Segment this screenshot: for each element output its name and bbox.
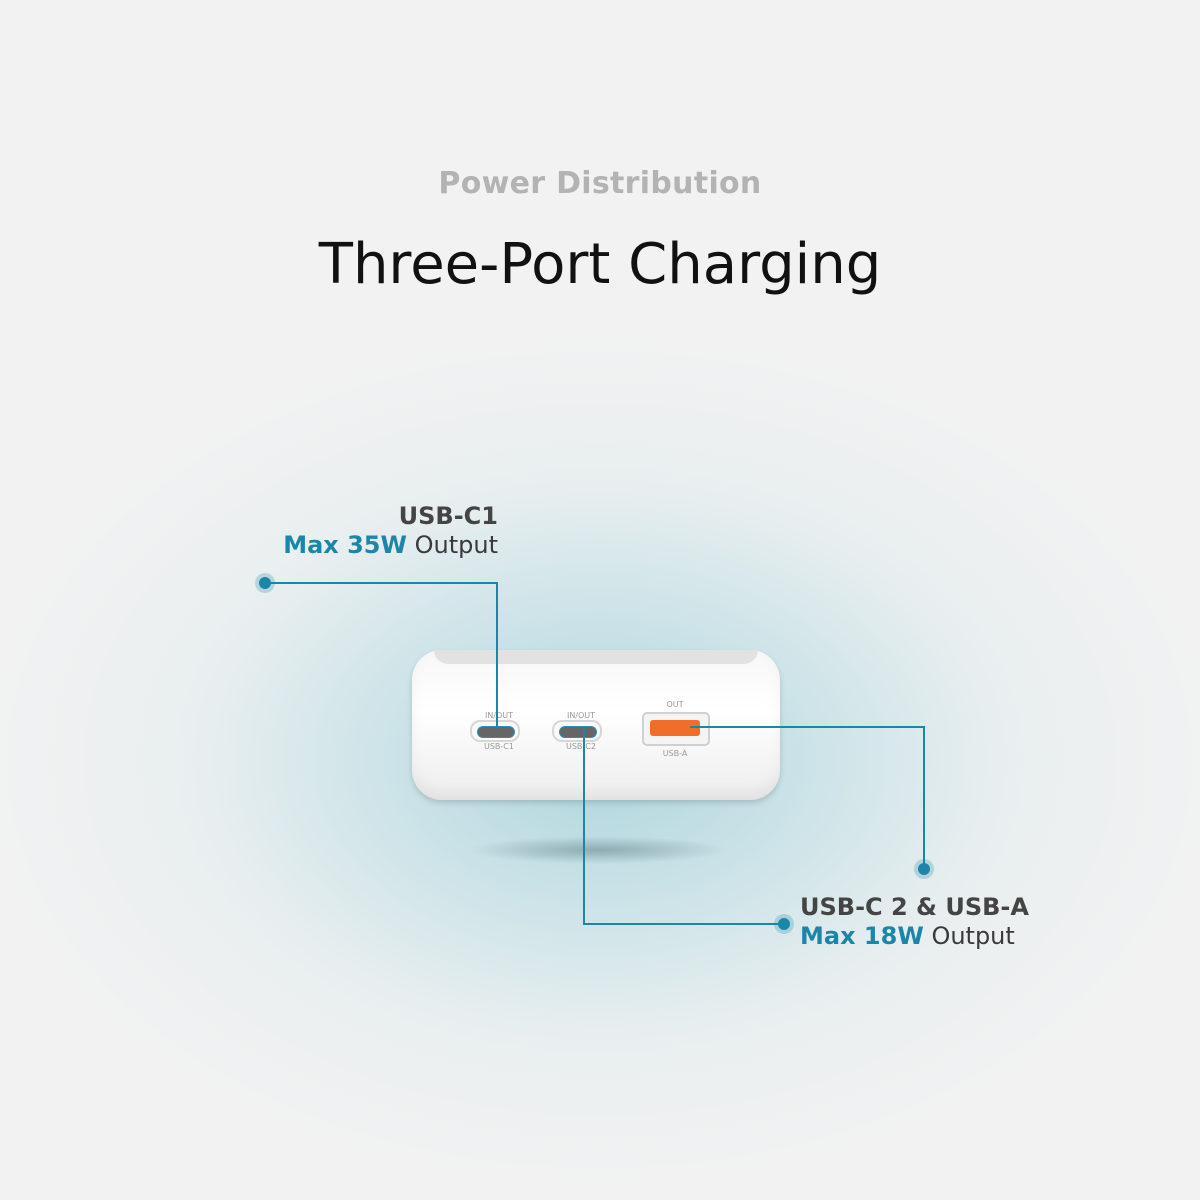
usb-c1-top-label: IN/OUT — [484, 711, 514, 720]
usb-c1-leader-line — [265, 582, 498, 729]
usb-c1-port-name: USB-C1 — [398, 502, 498, 530]
usb-c2-dot-marker — [774, 914, 794, 934]
usb-c1-dot-marker — [255, 573, 275, 593]
usb-c1-output-label: Output — [414, 531, 498, 559]
usb-c2-leader-line — [583, 729, 784, 925]
usb-a-top-label: OUT — [666, 700, 684, 709]
usb-c2-port — [552, 720, 602, 742]
usb-c2-a-max-power: Max 18W — [800, 922, 924, 950]
section-eyebrow: Power Distribution — [438, 166, 762, 201]
usb-c1-bottom-label: USB-C1 — [484, 742, 514, 751]
power-bank-top-edge — [434, 650, 758, 664]
usb-c1-max-power: Max 35W — [283, 531, 407, 559]
usb-a-bottom-label: USB-A — [662, 749, 688, 758]
usb-a-dot-marker — [914, 859, 934, 879]
usb-c2-a-output-label: Output — [931, 922, 1015, 950]
product-shadow — [468, 836, 728, 864]
usb-c2-bottom-label: USB-C2 — [566, 742, 596, 751]
usb-a-port — [642, 712, 710, 746]
usb-c2-top-label: IN/OUT — [566, 711, 596, 720]
usb-c1-callout: USB-C1 Max 35W Output — [240, 502, 498, 560]
usb-c2-a-callout: USB-C 2 & USB-A Max 18W Output — [800, 893, 1060, 951]
usb-a-leader-line — [690, 726, 925, 869]
usb-c2-a-port-name: USB-C 2 & USB-A — [800, 893, 1029, 921]
page-title: Three-Port Charging — [318, 232, 882, 297]
